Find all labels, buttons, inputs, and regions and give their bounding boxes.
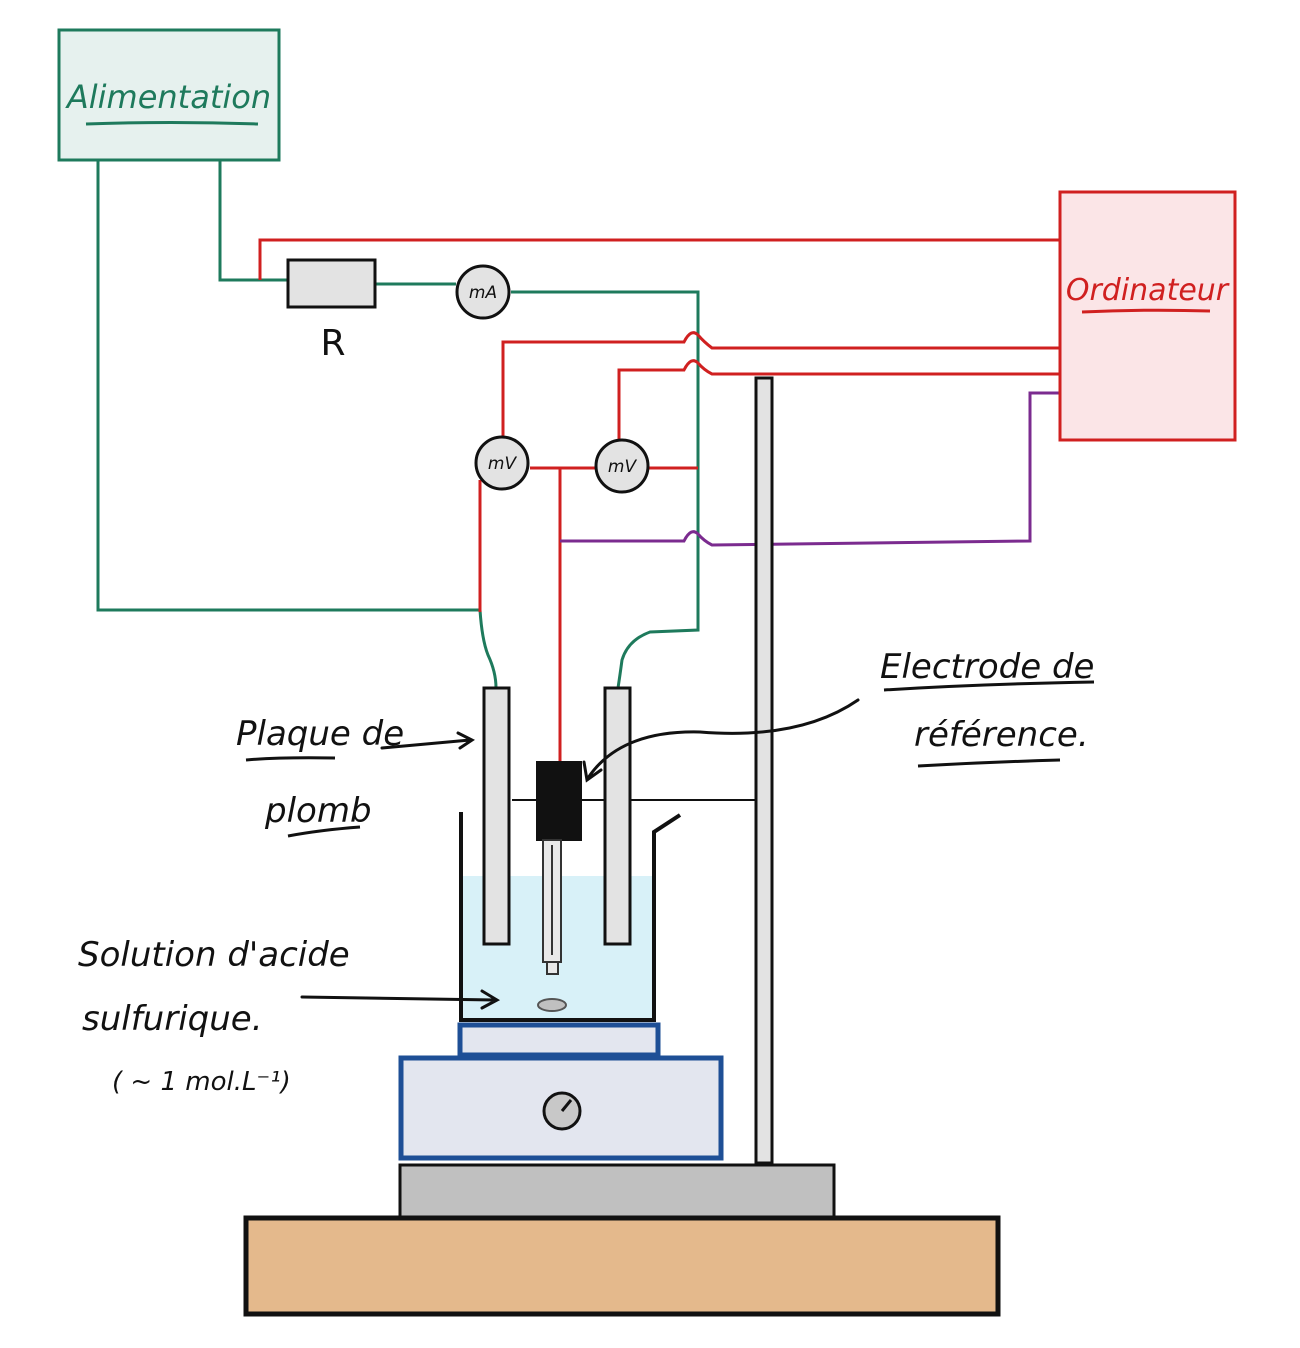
stand-base <box>398 1163 836 1219</box>
reference-electrode-label-2: référence. <box>914 715 1089 755</box>
lead-plate-right <box>603 686 632 946</box>
text-labels: Plaque de plomb Electrode de référence. … <box>78 647 1094 1097</box>
power-supply-underline <box>85 121 259 126</box>
voltmeter-left-label: mV <box>488 454 518 474</box>
solution-label-1: Solution d'acide <box>78 935 350 975</box>
solution-label-2: sulfurique. <box>82 999 263 1039</box>
purple-signal-wire <box>560 391 1060 547</box>
resistor-voltage-wire <box>258 238 1060 280</box>
lab-bench <box>243 1215 1001 1317</box>
stirrer-knob-icon[interactable] <box>542 1091 582 1131</box>
reference-electrode-underline-1 <box>883 680 1095 692</box>
supply-to-resistor-wire <box>218 160 288 282</box>
reference-electrode-underline-2 <box>917 758 1061 768</box>
stir-bar <box>537 998 567 1012</box>
solution-arrow <box>300 989 501 1010</box>
reference-electrode-arrow <box>582 698 860 783</box>
lead-plate-underline-2 <box>287 825 361 838</box>
lead-plate-arrow <box>380 731 475 750</box>
annotation-arrows <box>300 698 860 1010</box>
computer-label: Ordinateur <box>1066 273 1230 308</box>
resistor: R <box>286 258 377 364</box>
lead-plate-underline-1 <box>245 756 336 762</box>
computer-box: Ordinateur <box>1058 190 1237 442</box>
ammeter: mA <box>455 264 511 320</box>
power-supply-box: Alimentation <box>57 28 281 162</box>
lead-plate-label-2: plomb <box>264 791 372 831</box>
green-power-wires <box>96 160 700 689</box>
stirrer-signal-wire <box>560 391 1060 547</box>
voltmeter2-to-computer-wire <box>617 359 1060 462</box>
voltmeter-left: mV <box>474 435 530 491</box>
power-supply-label: Alimentation <box>65 78 271 116</box>
voltmeter1-to-computer-wire <box>501 331 1060 462</box>
ammeter-to-right-plate-wire <box>511 290 700 689</box>
red-measurement-wires <box>258 238 1060 762</box>
retort-stand <box>512 376 774 1165</box>
lead-plate-label-1: Plaque de <box>236 714 404 754</box>
magnetic-stirrer <box>398 1022 724 1161</box>
reference-electrode-label-1: Electrode de <box>880 647 1094 687</box>
lead-plate-left <box>482 686 511 946</box>
voltmeter-right: mV <box>594 438 650 494</box>
voltmeter-right-label: mV <box>608 457 638 477</box>
supply-to-left-plate-wire <box>96 160 498 689</box>
concentration-label: ( ~ 1 mol.L⁻¹) <box>112 1067 291 1097</box>
reference-electrode <box>536 761 582 975</box>
ammeter-label: mA <box>469 283 497 303</box>
computer-underline <box>1081 308 1211 314</box>
resistor-label: R <box>320 323 345 364</box>
